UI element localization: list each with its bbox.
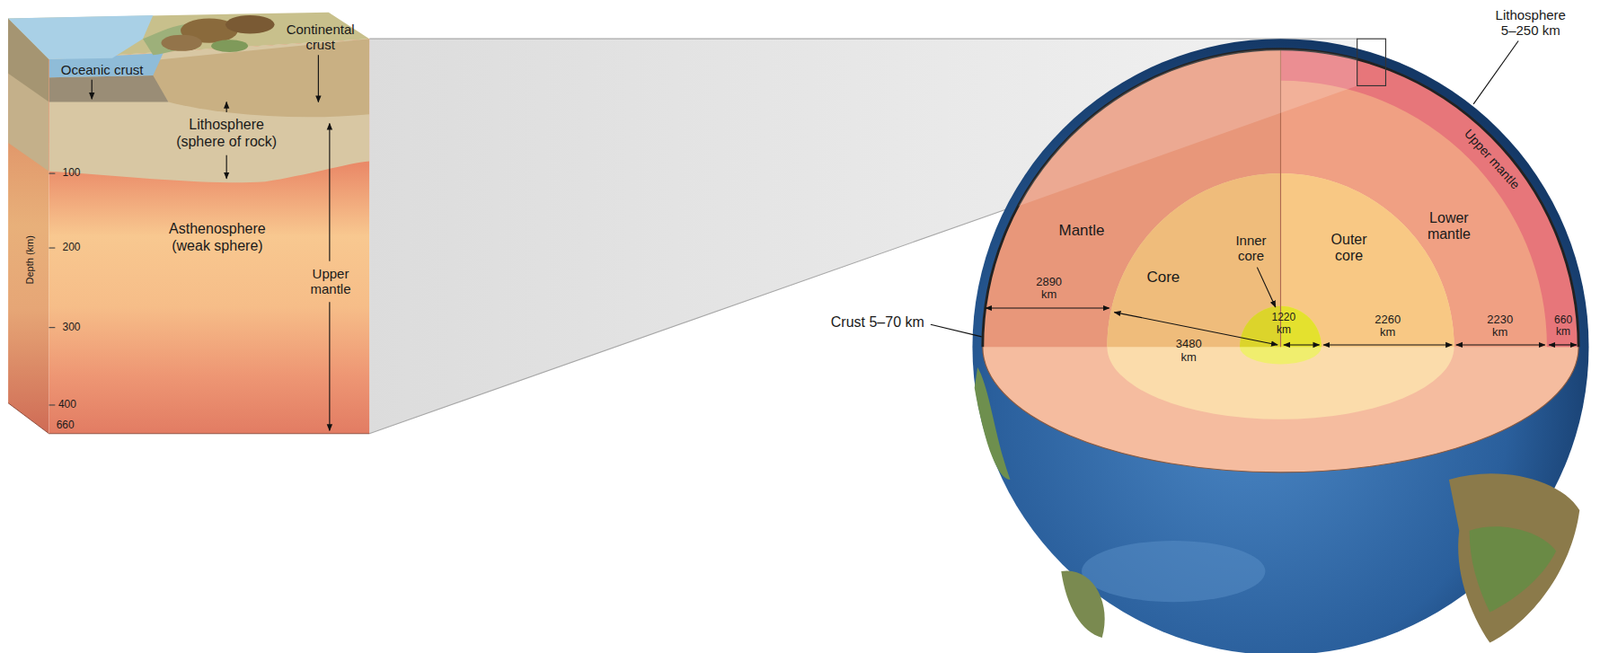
callout-label: Lithosphere 5–250 km — [1493, 7, 1567, 39]
depth-tick — [49, 404, 56, 406]
dimension-label: 2890 km — [1034, 275, 1063, 303]
block-arrows — [328, 123, 330, 261]
depth-tick — [49, 247, 56, 248]
block-arrows — [226, 155, 228, 179]
layer-label: Mantle — [1058, 221, 1105, 240]
block-arrows — [91, 54, 330, 431]
dimension-lines — [1548, 344, 1577, 345]
crust-block — [8, 12, 370, 434]
layer-label: Continental crust — [285, 21, 356, 54]
top-ocean — [8, 15, 153, 60]
dimension-label: 1220 km — [1270, 311, 1297, 337]
zoom-box — [1357, 38, 1387, 86]
layer-label: Outer core — [1329, 231, 1369, 266]
dimension-lines — [1323, 344, 1452, 345]
axis-title: Depth (km) — [24, 235, 36, 284]
funnel-overlay — [972, 38, 1357, 222]
block-arrows — [318, 54, 319, 102]
block-edge — [8, 403, 49, 434]
zoom-funnel — [369, 38, 1357, 40]
depth-number: 100 — [61, 167, 80, 180]
dimension-lines — [1256, 267, 1275, 308]
sea-floor — [1081, 540, 1265, 602]
asthenosphere-band — [49, 38, 371, 434]
dimension-lines — [985, 307, 1109, 309]
land-mass — [1469, 526, 1557, 612]
layer-label: Lithosphere (sphere of rock) — [175, 116, 279, 151]
layer-label: Oceanic crust — [61, 61, 144, 78]
layer-label: Lower mantle — [1425, 210, 1472, 244]
land-mass — [1449, 473, 1580, 643]
funnel-overlay — [972, 38, 1386, 222]
layer-label: Inner core — [1234, 232, 1268, 265]
land-mass — [1060, 571, 1105, 638]
dimension-label: 660 km — [1553, 314, 1574, 340]
block-side-face — [8, 17, 49, 434]
lithosphere-band — [49, 38, 371, 183]
layer-label: Upper mantle — [309, 265, 353, 298]
depth-number: 660 — [56, 419, 75, 433]
dimension-label: 3480 km — [1175, 337, 1203, 365]
layer-label: Core — [1146, 268, 1180, 287]
depth-tick — [49, 327, 56, 328]
dimension-lines — [1456, 344, 1546, 345]
mountain — [225, 15, 275, 34]
depth-number: 300 — [61, 321, 80, 335]
leader-line — [930, 324, 982, 337]
cut-floor-edge — [982, 346, 1579, 473]
lithosphere-band — [49, 38, 371, 183]
depth-tick — [49, 173, 56, 175]
callout-label: Crust 5–70 km — [830, 314, 925, 331]
vegetation — [211, 39, 248, 53]
mountain — [160, 35, 202, 52]
block-arrows — [226, 102, 228, 113]
block-top-face — [8, 12, 370, 60]
block-arrows — [328, 301, 330, 431]
block-arrows — [91, 79, 93, 100]
leader-line — [1473, 40, 1519, 104]
block-edge — [49, 433, 371, 434]
dimension-label: 2230 km — [1485, 313, 1514, 341]
depth-number: 400 — [58, 398, 77, 412]
dimension-lines — [930, 40, 1577, 345]
oceanic-crust-band — [49, 75, 169, 103]
depth-number: 200 — [61, 241, 80, 255]
layer-label: Asthenosphere (weak sphere) — [167, 220, 267, 255]
dimension-label: 2260 km — [1373, 313, 1402, 341]
dimension-lines — [1283, 344, 1320, 345]
